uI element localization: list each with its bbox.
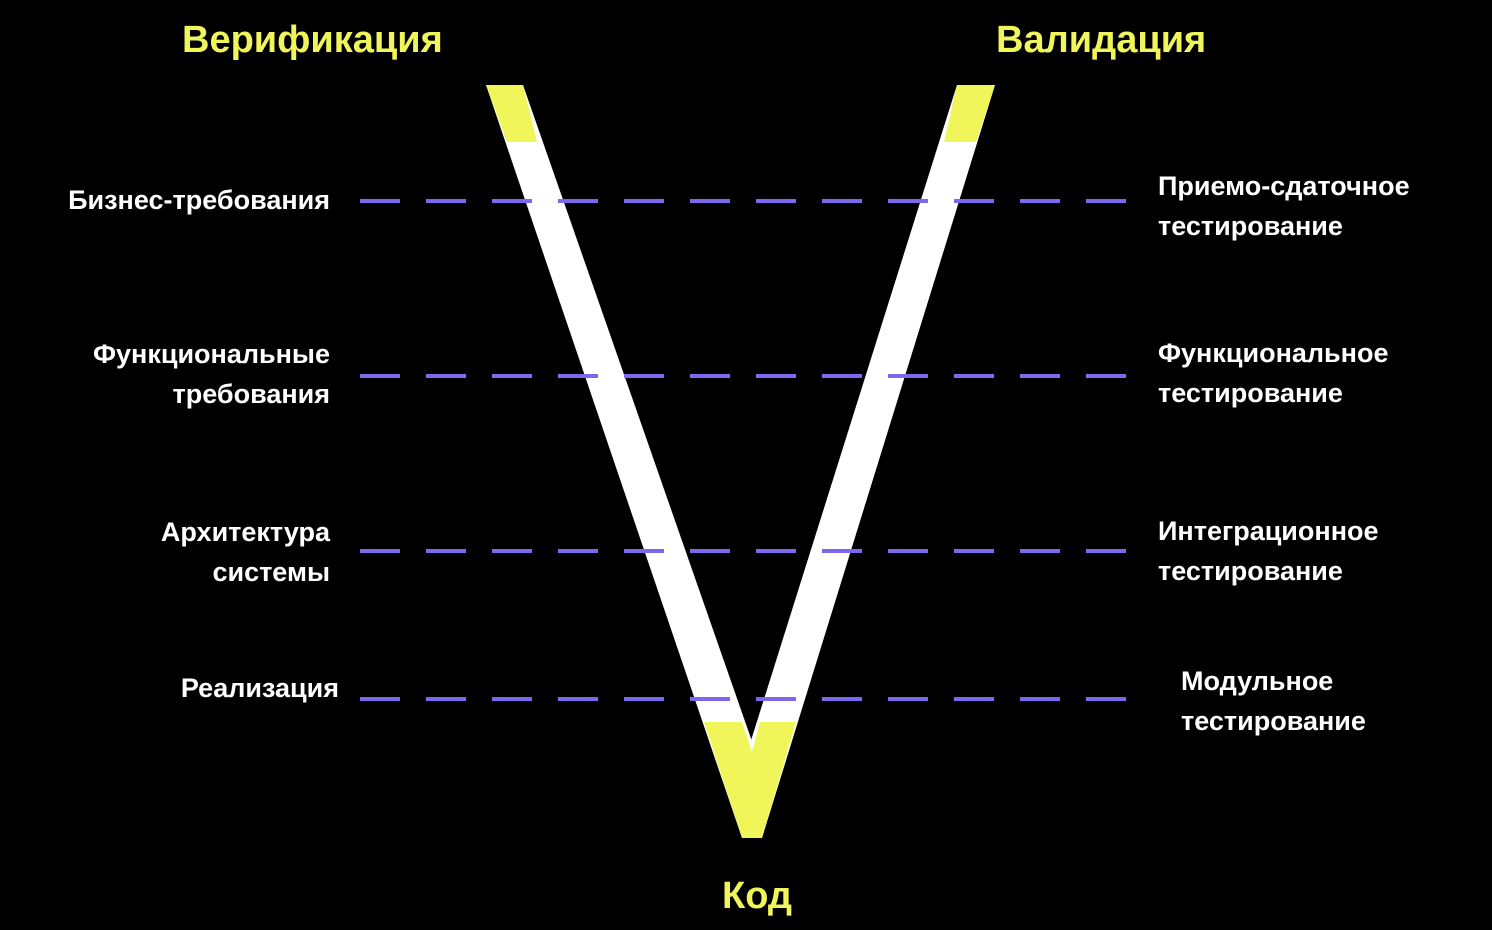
stage-label-line: Функциональные <box>92 339 330 369</box>
validation-heading: Валидация <box>996 19 1207 61</box>
stage-business-requirements: Бизнес-требования <box>68 180 330 220</box>
stage-label-line: Архитектура <box>160 517 330 547</box>
v-bottom-accent <box>704 722 796 838</box>
stage-label-line: Приемо-сдаточное <box>1158 171 1410 201</box>
code-heading: Код <box>722 875 793 917</box>
stage-label-line: Функциональное <box>1158 338 1389 368</box>
stage-label-line: системы <box>212 557 330 587</box>
stage-label-line: тестирование <box>1158 211 1343 241</box>
stage-label-line: Модульное <box>1181 666 1334 696</box>
stage-label-line: тестирование <box>1181 706 1366 736</box>
stage-label-line: Интеграционное <box>1158 516 1379 546</box>
stage-label-line: тестирование <box>1158 378 1343 408</box>
verification-heading: Верификация <box>182 19 443 61</box>
stage-implementation: Реализация <box>181 668 339 708</box>
stage-label-line: тестирование <box>1158 556 1343 586</box>
stage-functional-testing: Функциональное тестирование <box>1158 333 1388 413</box>
stage-acceptance-testing: Приемо-сдаточное тестирование <box>1158 166 1410 246</box>
v-left-top-accent <box>486 85 537 142</box>
stage-label-line: Бизнес-требования <box>68 185 330 215</box>
stage-label-line: требования <box>172 379 330 409</box>
stage-label-line: Реализация <box>180 673 339 703</box>
v-right-top-accent <box>944 85 995 142</box>
v-right-arm <box>748 85 995 838</box>
stage-unit-testing: Модульное тестирование <box>1181 661 1366 741</box>
stage-functional-requirements: Функциональные требования <box>93 334 330 414</box>
stage-system-architecture: Архитектура системы <box>161 512 330 592</box>
stage-integration-testing: Интеграционное тестирование <box>1158 511 1379 591</box>
v-left-arm <box>486 85 755 838</box>
